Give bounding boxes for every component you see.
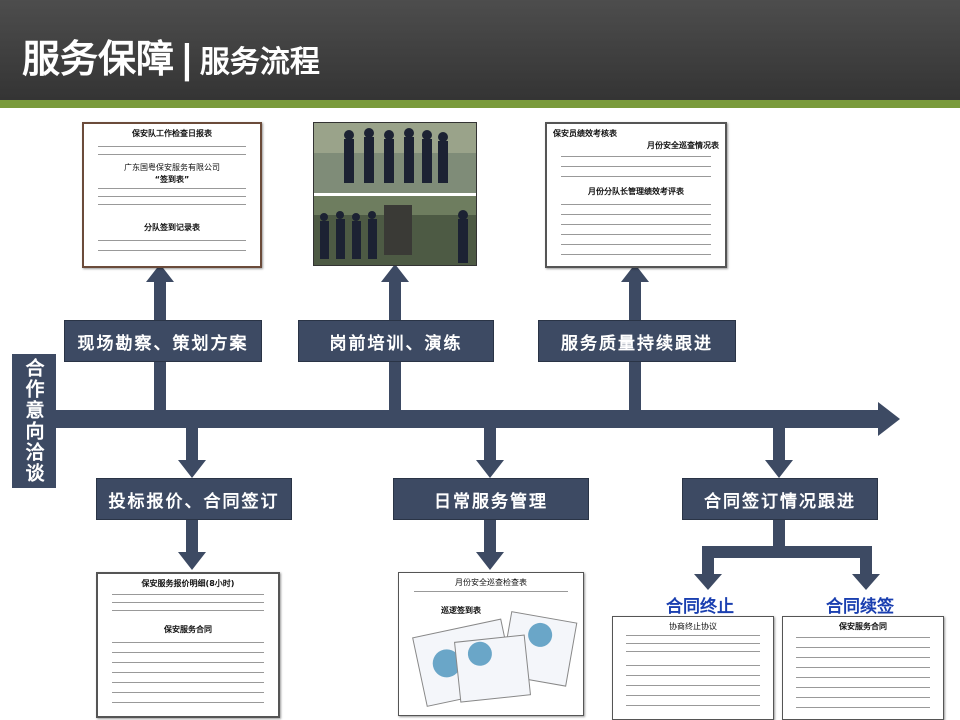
terminate-label: 合同终止 xyxy=(666,597,734,617)
quality-form-sub: 月份安全巡查情况表 xyxy=(647,141,719,150)
title-main: 服务保障 xyxy=(22,37,175,81)
survey-form-sub: “签到表” xyxy=(154,175,190,184)
training-photo xyxy=(313,122,477,266)
quality-form-sub2: 月份分队长管理绩效考评表 xyxy=(588,187,684,196)
title-separator: | xyxy=(180,37,194,81)
survey-form-company: 广东国粤保安服务有限公司 xyxy=(124,163,220,172)
contract-form-title: 保安服务报价明细(8小时) xyxy=(141,579,235,588)
step-bid-contract: 投标报价、合同签订 xyxy=(96,478,292,520)
renew-label: 合同续签 xyxy=(826,597,894,617)
arrow-fork-right xyxy=(852,556,880,590)
terminate-doc-title: 协商终止协议 xyxy=(669,622,717,631)
step-quality-followup: 服务质量持续跟进 xyxy=(538,320,736,362)
arrow-down-3 xyxy=(765,428,793,478)
step-training-label: 岗前培训、演练 xyxy=(329,333,463,354)
step-training: 岗前培训、演练 xyxy=(298,320,494,362)
contract-form-image: 保安服务报价明细(8小时) 保安服务合同 xyxy=(96,572,280,718)
arrow-down-1 xyxy=(178,428,206,478)
daily-management-image: 月份安全巡查检查表 巡逻签到表 xyxy=(398,572,584,716)
training-photo-image xyxy=(314,123,476,265)
survey-form-title: 保安队工作检查日报表 xyxy=(132,129,212,138)
arrow-up-1 xyxy=(146,264,174,320)
quality-form-image: 保安员绩效考核表 月份安全巡查情况表 月份分队长管理绩效考评表 xyxy=(545,122,727,268)
step-site-survey: 现场勘察、策划方案 xyxy=(64,320,262,362)
daily-stamps xyxy=(412,611,578,707)
start-label: 合作意向洽谈 xyxy=(22,358,45,484)
step-bid-contract-label: 投标报价、合同签订 xyxy=(108,491,280,512)
timeline-arrow xyxy=(56,402,900,436)
contract-form-sub: 保安服务合同 xyxy=(164,625,212,634)
step-site-survey-label: 现场勘察、策划方案 xyxy=(77,333,249,354)
step-contract-followup: 合同签订情况跟进 xyxy=(682,478,878,520)
arrow-up-3 xyxy=(621,264,649,320)
arrow-up-2 xyxy=(381,264,409,320)
header-stripe xyxy=(0,100,960,108)
terminate-doc-image: 协商终止协议 xyxy=(612,616,774,720)
step-contract-followup-label: 合同签订情况跟进 xyxy=(704,491,856,512)
arrow-fork-left xyxy=(694,556,722,590)
renew-doc-image: 保安服务合同 xyxy=(782,616,944,720)
renew-doc-title: 保安服务合同 xyxy=(839,622,887,631)
arrow-down-5 xyxy=(476,518,504,570)
daily-form-title: 月份安全巡查检查表 xyxy=(455,578,527,587)
header-bar xyxy=(0,0,960,100)
step-daily-management: 日常服务管理 xyxy=(393,478,589,520)
survey-form-image: 保安队工作检查日报表 广东国粤保安服务有限公司 “签到表” 分队签到记录表 xyxy=(82,122,262,268)
page-title: 服务保障|服务流程 xyxy=(22,28,320,83)
stem-top-3 xyxy=(629,358,641,410)
survey-form-sub2: 分队签到记录表 xyxy=(144,223,200,232)
step-daily-management-label: 日常服务管理 xyxy=(434,491,548,512)
quality-form-title: 保安员绩效考核表 xyxy=(553,129,617,138)
stem-top-1 xyxy=(154,358,166,410)
title-sub: 服务流程 xyxy=(199,45,320,80)
start-box: 合作意向洽谈 xyxy=(12,354,56,488)
step-quality-followup-label: 服务质量持续跟进 xyxy=(561,333,713,354)
daily-form-sub: 巡逻签到表 xyxy=(441,606,481,615)
arrow-down-2 xyxy=(476,428,504,478)
arrow-down-4 xyxy=(178,518,206,570)
fork-bar xyxy=(702,546,872,558)
fork-stem xyxy=(773,518,785,548)
stem-top-2 xyxy=(389,358,401,410)
